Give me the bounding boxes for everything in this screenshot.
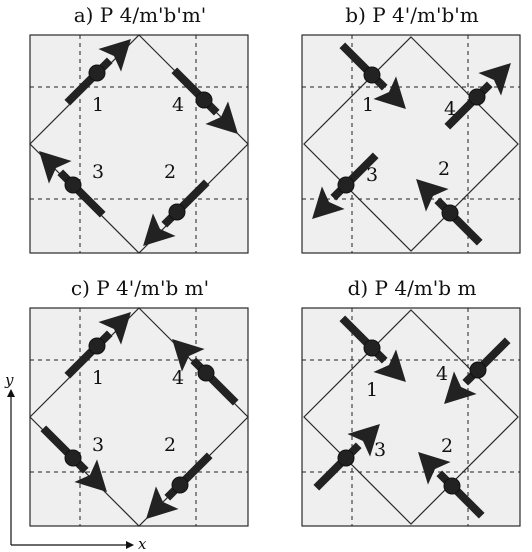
site-label: 2 xyxy=(164,434,176,456)
spin-arrow-head xyxy=(347,424,380,457)
unit-cell-frame xyxy=(29,34,249,254)
spin-arrow-head xyxy=(143,213,176,246)
panel-b: 1 4 3 2 xyxy=(301,34,521,254)
diamond-outline xyxy=(303,309,519,525)
magnetic-atom xyxy=(64,449,82,467)
magnetic-atom xyxy=(197,364,215,382)
spin-arrow-head xyxy=(74,459,107,492)
spin-arrow-head xyxy=(478,63,511,96)
magnetic-atom xyxy=(88,337,106,355)
panel-a: 1 4 3 2 xyxy=(29,34,249,254)
magnetic-atom xyxy=(363,66,381,84)
spin-arrow-head xyxy=(146,486,179,519)
panel-c: 1 4 3 2 xyxy=(29,307,249,527)
spin-arrow-head xyxy=(98,39,131,72)
unit-cell-frame xyxy=(29,307,249,527)
panel-d-title: d) P 4/m'b m xyxy=(348,276,477,300)
site-label: 3 xyxy=(92,161,104,183)
site-label: 1 xyxy=(362,94,374,116)
spin-arrow-head xyxy=(373,349,406,382)
site-label: 1 xyxy=(92,94,104,116)
panel-a-title: a) P 4/m'b'm' xyxy=(74,3,207,27)
y-axis-label: y xyxy=(4,371,14,389)
spin-arrow-head xyxy=(39,151,72,184)
site-label: 4 xyxy=(436,363,448,385)
spin-arrow-head xyxy=(444,371,477,404)
magnetic-atom xyxy=(468,88,486,106)
magnetic-atom xyxy=(443,477,461,495)
unit-cell-frame xyxy=(301,34,521,254)
magnetic-atom xyxy=(168,203,186,221)
site-label: 4 xyxy=(172,367,184,389)
x-axis-label: x xyxy=(138,535,147,552)
site-label: 1 xyxy=(92,367,104,389)
site-label: 4 xyxy=(444,98,456,120)
site-label: 3 xyxy=(92,434,104,456)
coordinate-axes: y x xyxy=(4,371,147,552)
site-label: 2 xyxy=(441,435,453,457)
panel-b-title: b) P 4'/m'b'm xyxy=(345,3,479,27)
spin-arrow-head xyxy=(373,76,406,109)
magnetic-atom xyxy=(195,91,213,109)
site-label: 1 xyxy=(366,379,378,401)
magnetic-atom xyxy=(337,449,355,467)
magnetic-atom xyxy=(171,476,189,494)
panel-d: 1 4 3 2 xyxy=(301,307,521,527)
magnetic-atom xyxy=(88,64,106,82)
magnetic-atom xyxy=(337,176,355,194)
magnetic-atom xyxy=(363,339,381,357)
spin-arrow-head xyxy=(418,452,451,485)
unit-cell-frame xyxy=(301,307,521,527)
spin-arrow-head xyxy=(172,339,205,372)
site-label: 3 xyxy=(366,164,378,186)
site-label: 2 xyxy=(164,161,176,183)
spin-arrow-head xyxy=(312,186,345,219)
spin-arrow-head xyxy=(416,179,449,212)
site-label: 4 xyxy=(172,94,184,116)
diamond-outline xyxy=(303,36,519,252)
site-label: 3 xyxy=(374,439,386,461)
spin-arrow-head xyxy=(98,312,131,345)
site-label: 2 xyxy=(438,158,450,180)
spin-arrow-head xyxy=(205,101,238,134)
magnetic-atom xyxy=(469,361,487,379)
magnetic-atom xyxy=(64,176,82,194)
magnetic-atom xyxy=(441,204,459,222)
panel-c-title: c) P 4'/m'b m' xyxy=(71,276,209,300)
